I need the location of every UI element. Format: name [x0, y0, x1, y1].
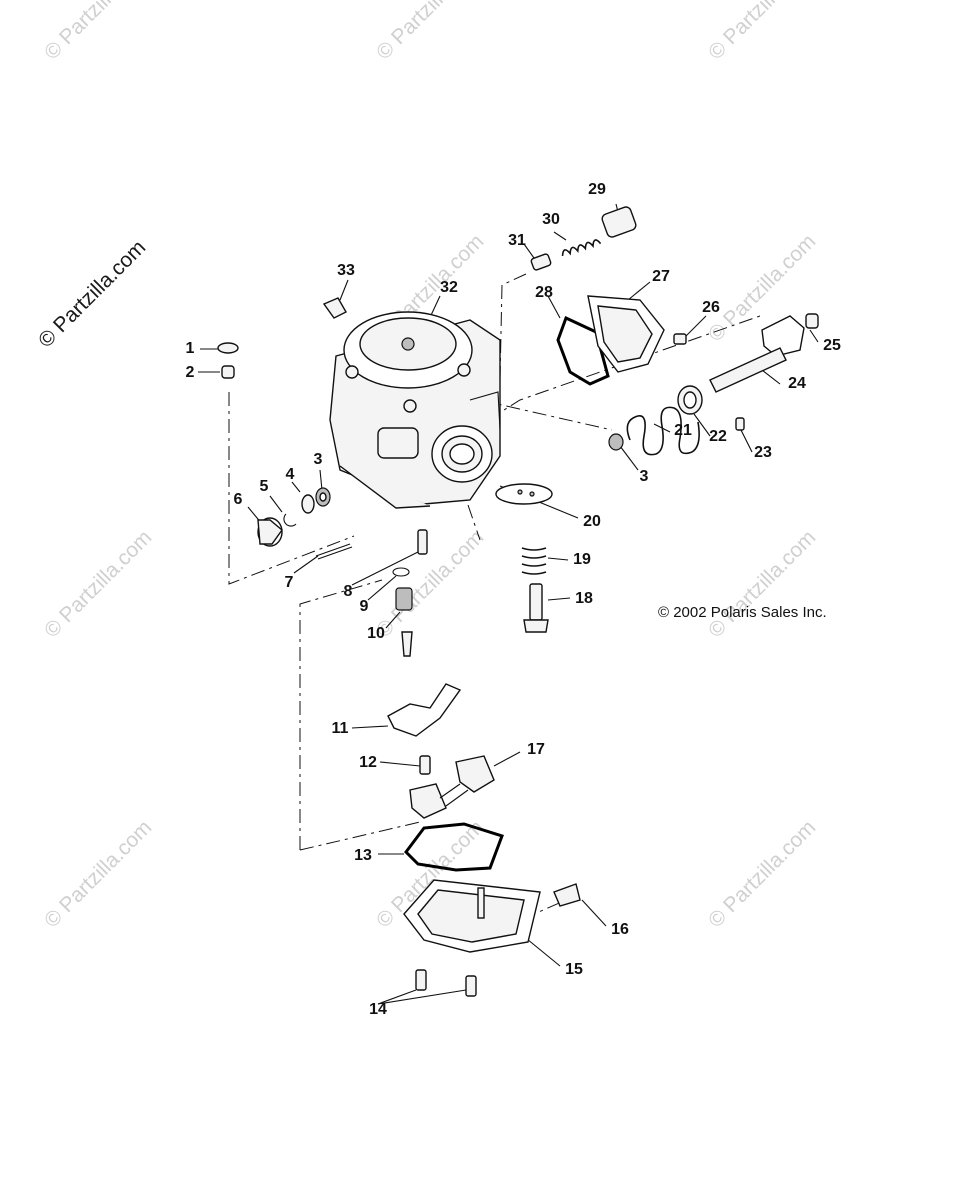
copyright-notice: © 2002 Polaris Sales Inc.	[658, 604, 827, 621]
callout-32: 32	[440, 279, 458, 296]
callout-12: 12	[359, 754, 377, 771]
callout-1: 1	[185, 340, 195, 357]
callout-11: 11	[331, 720, 349, 737]
callout-4: 4	[285, 466, 295, 483]
callout-15: 15	[565, 961, 583, 978]
callout-8: 8	[343, 583, 353, 600]
callout-31: 31	[508, 232, 526, 249]
callout-9: 9	[359, 598, 369, 615]
callout-28: 28	[535, 284, 553, 301]
callout-29: 29	[588, 181, 606, 198]
callout-23: 23	[754, 444, 772, 461]
callout-2: 2	[185, 364, 195, 381]
callout-25: 25	[823, 337, 841, 354]
callout-7: 7	[284, 574, 294, 591]
callout-33: 33	[337, 262, 355, 279]
callout-19: 19	[573, 551, 591, 568]
callout-20: 20	[583, 513, 601, 530]
callout-30: 30	[542, 211, 560, 228]
callout-18: 18	[575, 590, 593, 607]
callout-10: 10	[367, 625, 385, 642]
callout-3-left: 3	[313, 451, 323, 468]
callout-27: 27	[652, 268, 670, 285]
callout-21: 21	[674, 422, 692, 439]
callout-24: 24	[788, 375, 806, 392]
callout-22: 22	[709, 428, 727, 445]
callout-5: 5	[259, 478, 269, 495]
callout-13: 13	[354, 847, 372, 864]
callout-6: 6	[233, 491, 243, 508]
callout-16: 16	[611, 921, 629, 938]
callout-17: 17	[527, 741, 545, 758]
callout-3-right: 3	[639, 468, 649, 485]
callout-14: 14	[369, 1001, 387, 1018]
callout-26: 26	[702, 299, 720, 316]
